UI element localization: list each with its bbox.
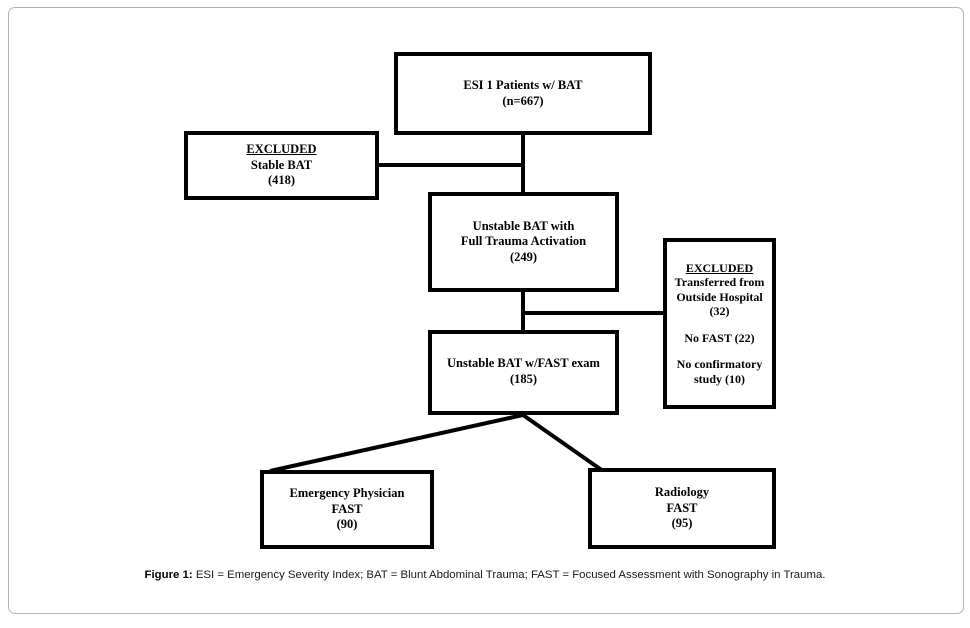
node-unstable-bat-fast-exam: Unstable BAT w/FAST exam (185): [428, 330, 619, 415]
connector-to-excluded-right: [521, 311, 667, 315]
node-fast-exam-count: (185): [509, 371, 538, 386]
node-excluded-right-label-line2: Outside Hospital: [676, 289, 763, 304]
node-emergency-physician-fast: Emergency Physician FAST (90): [260, 470, 434, 549]
node-fast-exam-label: Unstable BAT w/FAST exam: [447, 356, 600, 370]
node-radiology-fast: Radiology FAST (95): [588, 468, 776, 549]
node-esi1-count: (n=667): [502, 93, 544, 108]
node-excluded-left-count: (418): [267, 173, 296, 188]
node-emergency-physician-label-line1: Emergency Physician: [289, 486, 405, 501]
node-radiology-count: (95): [671, 516, 693, 531]
node-unstable-bat-full-trauma: Unstable BAT with Full Trauma Activation…: [428, 192, 619, 292]
node-emergency-physician-label-line2: FAST: [331, 501, 363, 516]
node-excluded-right-no-confirmatory-line2: study (10): [693, 371, 745, 386]
node-esi1-label: ESI 1 Patients w/ BAT: [463, 78, 583, 92]
node-radiology-label-line2: FAST: [666, 500, 698, 515]
node-excluded-transfers: EXCLUDED Transferred from Outside Hospit…: [663, 238, 776, 409]
node-excluded-right-label-line1: Transferred from: [674, 275, 765, 290]
node-excluded-stable-bat: EXCLUDED Stable BAT (418): [184, 131, 379, 200]
node-excluded-right-heading: EXCLUDED: [685, 260, 754, 275]
figure-caption-label: Figure 1:: [144, 569, 193, 581]
figure-caption-text: ESI = Emergency Severity Index; BAT = Bl…: [195, 569, 826, 581]
node-excluded-right-no-fast: No FAST (22): [684, 330, 755, 345]
node-esi1-patients: ESI 1 Patients w/ BAT (n=667): [394, 52, 652, 135]
node-unstable-label-line1: Unstable BAT with: [472, 218, 575, 233]
node-excluded-left-label: Stable BAT: [250, 157, 313, 172]
node-excluded-left-heading: EXCLUDED: [246, 142, 317, 157]
node-excluded-right-count: (32): [709, 304, 730, 319]
node-unstable-count: (249): [509, 249, 538, 264]
connector-to-excluded-left: [375, 163, 525, 167]
node-emergency-physician-count: (90): [336, 517, 358, 532]
node-excluded-right-no-confirmatory-line1: No confirmatory: [676, 357, 763, 372]
node-unstable-label-line2: Full Trauma Activation: [460, 234, 587, 249]
node-radiology-label-line1: Radiology: [654, 485, 710, 500]
figure-caption: Figure 1: ESI = Emergency Severity Index…: [0, 568, 970, 583]
connector-split-to-outcomes: [269, 413, 605, 473]
